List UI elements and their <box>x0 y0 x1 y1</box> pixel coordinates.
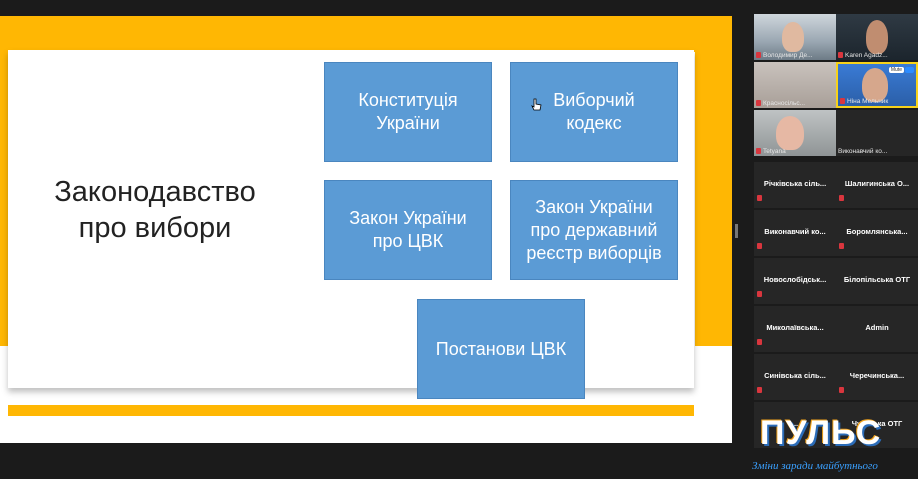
participant-name: Admin <box>865 323 889 332</box>
participant-name: Володимир Де... <box>763 52 813 59</box>
participant-tile[interactable]: Tetyana <box>754 110 836 156</box>
participant-tile[interactable]: Новослобідськ... <box>754 258 836 304</box>
participant-name: Tetyana <box>763 148 786 155</box>
participant-name: Синівська сіль... <box>764 371 826 380</box>
slide-title: Законодавство про вибори <box>54 176 256 244</box>
box-cec-law: Закон України про ЦВК <box>324 180 492 280</box>
participant-tile[interactable]: Admin <box>836 306 918 352</box>
channel-logo: ПУЛЬС Зміни заради майбутнього <box>752 408 918 479</box>
participant-tile[interactable]: Боромлянська... <box>836 210 918 256</box>
muted-mic-icon <box>757 291 762 297</box>
participant-tile[interactable]: Синівська сіль... <box>754 354 836 400</box>
slide-left-band <box>0 16 8 346</box>
slide-right-band <box>695 16 732 346</box>
participant-name: Новослобідськ... <box>763 275 827 284</box>
muted-mic-icon <box>839 387 844 393</box>
participant-name: ... <box>791 419 799 428</box>
participant-tile[interactable]: Річківська сіль... <box>754 162 836 208</box>
participant-tile[interactable]: Миколаївська... <box>754 306 836 352</box>
logo-slogan: Зміни заради майбутнього <box>752 460 878 472</box>
muted-mic-icon <box>756 100 761 106</box>
participant-name: Білопільська ОТГ <box>843 275 911 284</box>
slide-bottom-band <box>8 405 694 416</box>
muted-mic-icon <box>839 195 844 201</box>
muted-mic-icon <box>838 52 843 58</box>
shared-screen: Законодавство про вибори Конституція Укр… <box>0 16 732 443</box>
participant-gallery: Володимир Де... Karen Agadz... Красносіл… <box>750 14 918 479</box>
participant-tile[interactable]: Karen Agadz... <box>836 14 918 60</box>
muted-mic-icon <box>757 195 762 201</box>
participant-tile[interactable]: Красносільс... <box>754 62 836 108</box>
participant-name: Шалигинська О... <box>844 179 910 188</box>
participant-tile[interactable]: Черечинська... <box>836 354 918 400</box>
participant-name: Ніна Мельник <box>847 98 889 105</box>
participant-video-person <box>866 20 888 54</box>
participant-tile-active-speaker[interactable]: Mute Ніна Мельник <box>836 62 918 108</box>
box-constitution: Конституція України <box>324 62 492 162</box>
participant-tile[interactable]: Шалигинська О... <box>836 162 918 208</box>
participant-name: Чу... ська ОТГ <box>851 419 903 428</box>
more-options-button[interactable] <box>905 67 914 73</box>
splitter-handle[interactable] <box>735 224 738 238</box>
participant-name: Миколаївська... <box>766 323 824 332</box>
slide-top-band <box>0 16 732 52</box>
participant-name: Виконавчий ко... <box>764 227 826 236</box>
mute-button[interactable]: Mute <box>888 67 904 73</box>
box-voter-registry-law: Закон України про державний реєстр вибор… <box>510 180 678 280</box>
participant-video-person <box>776 116 804 150</box>
participant-name: Karen Agadz... <box>845 52 888 59</box>
participant-video-person <box>782 22 804 52</box>
participant-tile[interactable]: Білопільська ОТГ <box>836 258 918 304</box>
hand-cursor-icon <box>531 98 542 111</box>
participant-tile[interactable]: ... <box>754 402 836 448</box>
box-electoral-code: Виборчий кодекс <box>510 62 678 162</box>
logo-word: ПУЛЬС <box>760 414 882 452</box>
participant-tile[interactable]: Чу... ська ОТГ <box>836 402 918 448</box>
muted-mic-icon <box>756 52 761 58</box>
participant-tile[interactable]: Виконавчий ко... <box>836 110 918 156</box>
participant-name: Боромлянська... <box>846 227 908 236</box>
participant-tile[interactable]: Володимир Де... <box>754 14 836 60</box>
muted-mic-icon <box>839 243 844 249</box>
muted-mic-icon <box>757 339 762 345</box>
muted-mic-icon <box>756 148 761 154</box>
muted-mic-icon <box>840 98 845 104</box>
box-cec-resolutions: Постанови ЦВК <box>417 299 585 399</box>
participant-name: Виконавчий ко... <box>838 148 888 155</box>
participant-tile[interactable]: Виконавчий ко... <box>754 210 836 256</box>
muted-mic-icon <box>757 387 762 393</box>
participant-video-person <box>862 68 888 102</box>
muted-mic-icon <box>757 243 762 249</box>
participant-name: Річківська сіль... <box>763 179 827 188</box>
participant-name: Черечинська... <box>849 371 905 380</box>
participant-name: Красносільс... <box>763 100 806 107</box>
